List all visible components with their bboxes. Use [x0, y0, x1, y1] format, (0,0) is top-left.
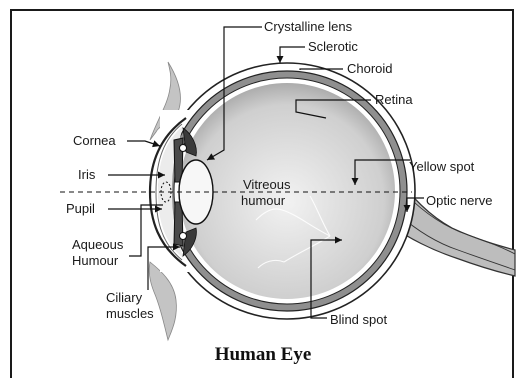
lower-eyelid — [149, 262, 176, 340]
label-blind-spot: Blind spot — [330, 312, 387, 327]
label-vitreous-line1: Vitreous — [243, 177, 291, 192]
label-pupil: Pupil — [66, 201, 95, 216]
label-iris: Iris — [78, 167, 96, 182]
label-ciliary-line2: muscles — [106, 306, 154, 321]
label-choroid: Choroid — [347, 61, 393, 76]
diagram-title: Human Eye — [215, 344, 312, 365]
label-retina: Retina — [375, 92, 413, 107]
label-crystalline-lens: Crystalline lens — [264, 19, 353, 34]
label-vitreous-line2: humour — [241, 193, 286, 208]
label-yellow-spot: Yellow spot — [409, 159, 475, 174]
label-optic-nerve: Optic nerve — [426, 193, 492, 208]
label-ciliary-line1: Ciliary — [106, 290, 143, 305]
label-sclerotic: Sclerotic — [308, 39, 358, 54]
label-cornea: Cornea — [73, 133, 116, 148]
label-aqueous-line1: Aqueous — [72, 237, 124, 252]
label-aqueous-line2: Humour — [72, 253, 119, 268]
